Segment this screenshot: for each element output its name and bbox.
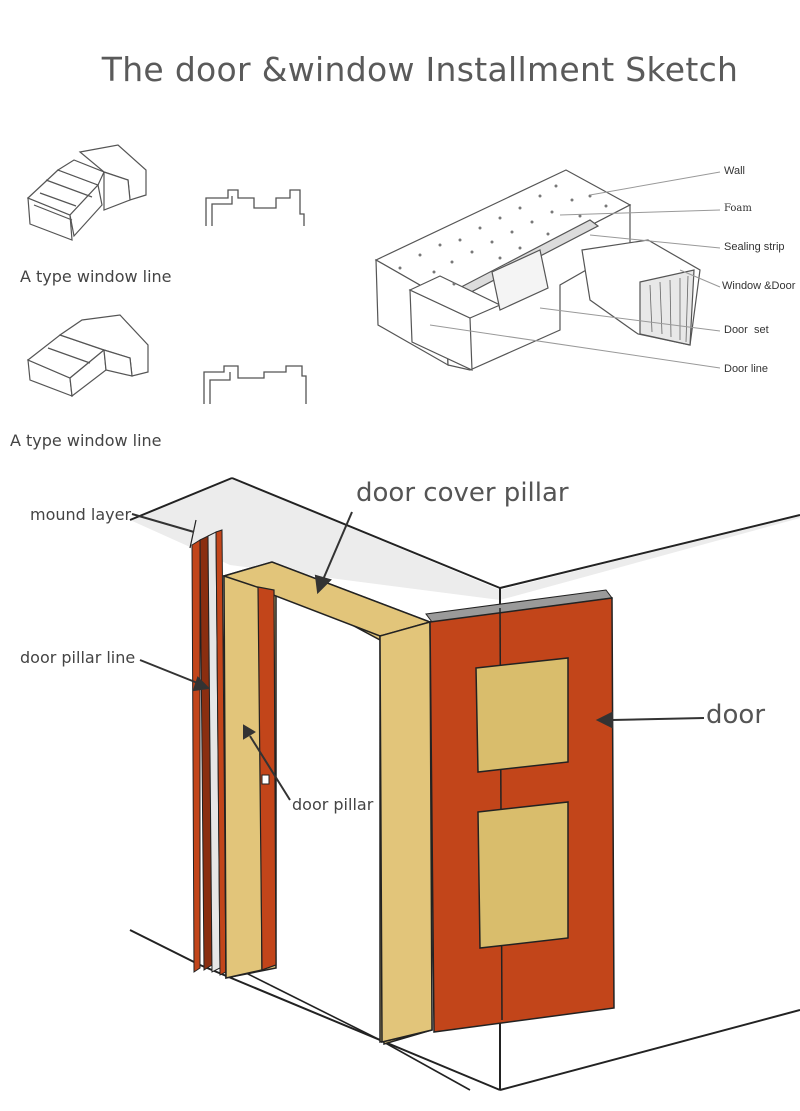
door-label-arrows [131, 511, 705, 801]
label-window-door: Window &Door [722, 280, 796, 292]
window-profile-1-isometric [26, 144, 147, 241]
door-panel-upper [475, 657, 569, 773]
label-door-pillar: door pillar [292, 795, 374, 814]
label-wall: Wall [724, 165, 745, 177]
label-door-line: Door line [724, 363, 769, 375]
label-door-cover-pillar: door cover pillar [356, 478, 569, 508]
door-panel-lower [477, 801, 569, 949]
label-foam: Foam [724, 203, 752, 214]
door-install-drawing [129, 477, 800, 1091]
window-profile-2-label: A type window line [10, 431, 162, 450]
window-profile-2-isometric [26, 314, 149, 398]
label-sealing-strip: Sealing strip [724, 241, 785, 253]
page-title: The door &window Installment Sketch [101, 50, 739, 89]
label-mound-layer: mound layer [30, 505, 132, 524]
wall-section-leaders [429, 171, 721, 369]
wall-section-drawing [374, 169, 701, 371]
window-profile-1-section [205, 189, 305, 226]
label-door: door [706, 700, 766, 730]
window-profile-1-label: A type window line [20, 267, 172, 286]
window-profile-2-section [203, 365, 307, 404]
label-door-set: Door set [724, 324, 769, 336]
label-door-pillar-line: door pillar line [20, 648, 136, 667]
